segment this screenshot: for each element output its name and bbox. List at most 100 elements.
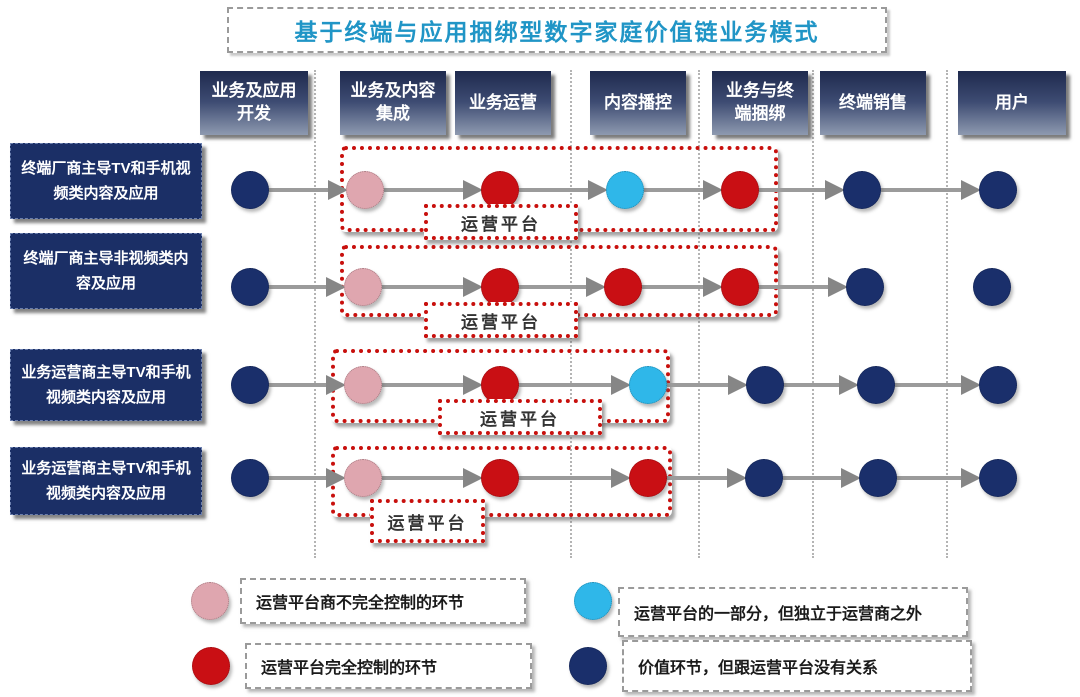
arrow-line — [648, 476, 727, 480]
arrow-line — [250, 285, 326, 289]
legend-item-text: 运营平台完全控制的环节 — [245, 643, 532, 689]
column-header-业务及应用开发: 业务及应用 开发 — [200, 71, 308, 135]
node-navy-circle — [843, 171, 881, 209]
row-label: 业务运营商主导TV和手机视频类内容及应用 — [10, 349, 202, 421]
column-header-业务运营: 业务运营 — [455, 71, 551, 135]
row-label: 业务运营商主导TV和手机视频类内容及应用 — [10, 447, 202, 515]
arrow-head-icon — [727, 468, 747, 488]
operation-platform-label: 运营平台 — [438, 399, 602, 435]
arrow-line — [500, 285, 586, 289]
node-red-circle — [721, 171, 759, 209]
arrow-line — [740, 285, 828, 289]
node-navy-circle — [979, 459, 1017, 497]
arrow-line — [250, 476, 326, 480]
arrow-head-icon — [463, 180, 483, 200]
node-pink-circle — [346, 171, 384, 209]
arrow-line — [363, 476, 463, 480]
node-cyan-circle — [629, 366, 667, 404]
arrow-head-icon — [703, 277, 723, 297]
arrow-head-icon — [961, 375, 981, 395]
node-red-circle — [481, 171, 519, 209]
node-navy-circle — [231, 366, 269, 404]
node-red-circle — [481, 459, 519, 497]
node-navy-circle — [746, 366, 784, 404]
operation-platform-label: 运营平台 — [424, 302, 578, 338]
arrow-head-icon — [703, 180, 723, 200]
arrow-head-icon — [463, 468, 483, 488]
node-navy-circle — [979, 171, 1017, 209]
arrow-head-icon — [326, 277, 346, 297]
node-navy-circle — [979, 366, 1017, 404]
arrow-line — [500, 476, 611, 480]
node-red-circle — [721, 268, 759, 306]
arrow-head-icon — [326, 468, 346, 488]
legend-pink-circle — [191, 582, 229, 620]
node-red-circle — [604, 268, 642, 306]
legend-item-text: 运营平台的一部分，但独立于运营商之外 — [618, 587, 968, 637]
node-red-circle — [481, 268, 519, 306]
arrow-head-icon — [611, 375, 631, 395]
arrow-line — [623, 285, 703, 289]
node-navy-circle — [231, 459, 269, 497]
node-red-circle — [481, 366, 519, 404]
arrow-line — [500, 188, 588, 192]
arrow-line — [764, 476, 841, 480]
node-pink-circle — [344, 268, 382, 306]
arrow-head-icon — [728, 375, 748, 395]
operation-platform-label: 运营平台 — [370, 499, 485, 543]
node-red-circle — [629, 459, 667, 497]
arrow-head-icon — [961, 468, 981, 488]
node-navy-circle — [846, 268, 884, 306]
arrow-head-icon — [326, 375, 346, 395]
node-cyan-circle — [606, 171, 644, 209]
arrow-head-icon — [588, 180, 608, 200]
row-label: 终端厂商主导TV和手机视频类内容及应用 — [10, 143, 202, 219]
arrow-line — [250, 383, 326, 387]
column-divider-line — [812, 70, 814, 558]
legend-item-text: 价值环节，但跟运营平台没有关系 — [622, 640, 972, 692]
arrow-line — [876, 383, 961, 387]
operation-platform-label: 运营平台 — [424, 204, 578, 240]
node-navy-circle — [859, 459, 897, 497]
arrow-head-icon — [463, 277, 483, 297]
arrow-line — [740, 188, 825, 192]
arrow-line — [500, 383, 611, 387]
arrow-head-icon — [463, 375, 483, 395]
arrow-line — [363, 383, 463, 387]
arrow-line — [365, 188, 463, 192]
arrow-line — [250, 188, 328, 192]
node-navy-circle — [973, 268, 1011, 306]
diagram-title-box: 基于终端与应用捆绑型数字家庭价值链业务模式 — [227, 7, 887, 53]
column-header-终端销售: 终端销售 — [820, 71, 926, 135]
arrow-line — [878, 476, 961, 480]
diagram-title: 基于终端与应用捆绑型数字家庭价值链业务模式 — [294, 19, 820, 45]
legend-item-text: 运营平台商不完全控制的环节 — [240, 578, 526, 624]
column-divider-line — [314, 70, 316, 558]
node-navy-circle — [231, 171, 269, 209]
arrow-line — [648, 383, 728, 387]
node-pink-circle — [344, 366, 382, 404]
legend-navy-circle — [569, 647, 607, 685]
column-header-业务与终端捆绑: 业务与终 端捆绑 — [712, 71, 808, 135]
arrow-head-icon — [828, 277, 848, 297]
node-pink-circle — [344, 459, 382, 497]
arrow-line — [625, 188, 703, 192]
legend-cyan-circle — [574, 582, 612, 620]
legend-red-circle — [192, 647, 230, 685]
arrow-line — [765, 383, 839, 387]
node-navy-circle — [231, 268, 269, 306]
arrow-head-icon — [611, 468, 631, 488]
node-navy-circle — [857, 366, 895, 404]
arrow-line — [363, 285, 463, 289]
arrow-line — [862, 188, 961, 192]
arrow-head-icon — [328, 180, 348, 200]
column-header-业务及内容集成: 业务及内容 集成 — [340, 71, 446, 135]
row-label: 终端厂商主导非视频类内容及应用 — [10, 233, 202, 309]
arrow-head-icon — [586, 277, 606, 297]
arrow-head-icon — [841, 468, 861, 488]
column-divider-line — [946, 70, 948, 558]
column-header-内容播控: 内容播控 — [590, 71, 686, 135]
arrow-head-icon — [825, 180, 845, 200]
node-navy-circle — [745, 459, 783, 497]
